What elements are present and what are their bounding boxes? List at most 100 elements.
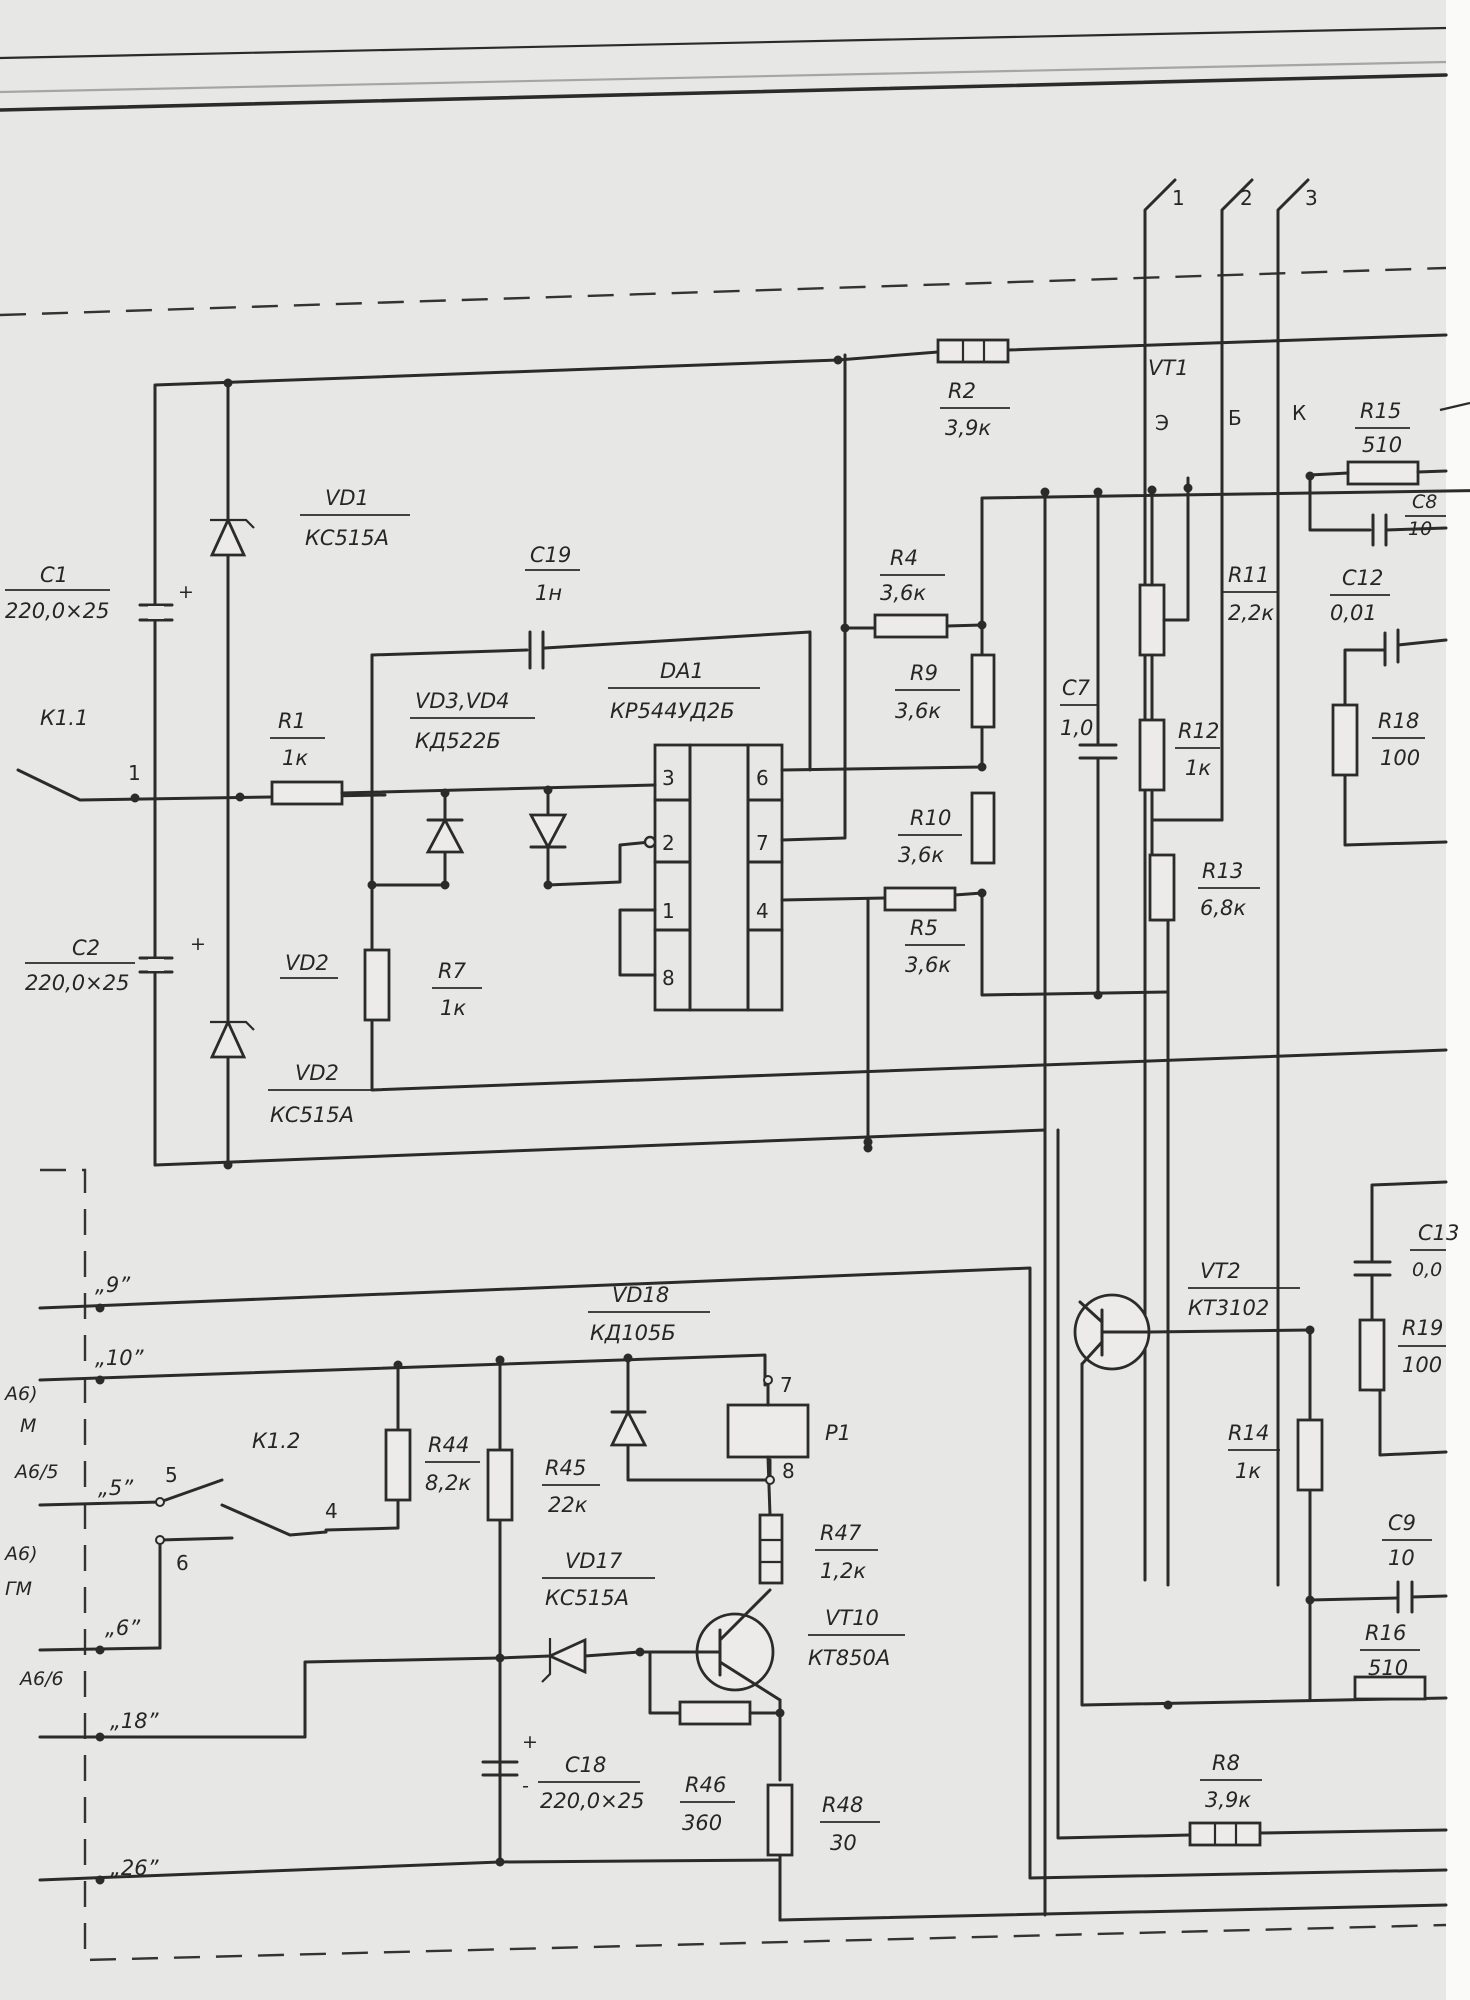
connector-5: „5” [98, 1476, 134, 1500]
r14-ref: R14 [1228, 1421, 1269, 1445]
r10-value: 3,6к [898, 843, 944, 867]
c19-wire-left [370, 648, 529, 657]
vt10-value: КТ850А [808, 1646, 890, 1670]
k12-contact [38, 1478, 328, 1537]
capacitor-c9 [1396, 1580, 1414, 1614]
r16-ref: R16 [1365, 1621, 1406, 1645]
vt1-pin-e: Э [1155, 411, 1169, 435]
module-boundary-upper [0, 266, 1447, 317]
r5-value: 3,6к [905, 953, 951, 977]
connector-6: „6” [105, 1616, 141, 1640]
transistor-vt2 [1073, 1293, 1152, 1371]
c9-value: 10 [1388, 1546, 1415, 1570]
connector-26: „26” [110, 1856, 160, 1880]
c9-wire [1308, 1594, 1448, 1602]
rail-top-right [1006, 333, 1448, 352]
zener-vd2 [209, 1018, 255, 1059]
r16-value: 510 [1368, 1656, 1408, 1680]
frame-line-thick [0, 73, 1448, 112]
capacitor-c1 [138, 603, 174, 622]
r12-ref: R12 [1178, 719, 1219, 743]
resistor-r9 [970, 653, 996, 729]
relay-pin-8: 8 [782, 1459, 795, 1483]
r19-value: 100 [1402, 1353, 1442, 1377]
vt2-value: КТ3102 [1188, 1296, 1269, 1320]
da1-value: КР544УД2Б [610, 699, 735, 723]
c2-ref: C2 [72, 936, 100, 960]
da1-pin4-wire [780, 896, 887, 902]
trimmer-r11 [1138, 476, 1190, 657]
da1-pin-7: 7 [756, 831, 769, 855]
r4-value: 3,6к [880, 581, 926, 605]
c19-ref: C19 [530, 543, 571, 567]
r18-ref: R18 [1378, 709, 1419, 733]
connector-9: „9” [95, 1273, 131, 1297]
bus-wire-2 [1220, 178, 1254, 822]
capacitor-c18 [481, 1760, 519, 1777]
k11-label: К1.1 [40, 706, 88, 730]
r10-down-wire [980, 891, 1170, 997]
c12-value: 0,01 [1330, 601, 1377, 625]
vd18-value: КД105Б [590, 1321, 676, 1345]
vt1-pin-b: Б [1228, 406, 1242, 430]
vd3-vd4-ref: VD3,VD4 [415, 689, 509, 713]
c8-value: 10 [1408, 518, 1432, 540]
r19-ref: R19 [1402, 1316, 1443, 1340]
r47-value: 1,2к [820, 1559, 866, 1583]
p1-ref: P1 [825, 1421, 851, 1445]
resistor-r14 [1296, 1418, 1324, 1492]
r48-value: 30 [830, 1831, 857, 1855]
c1-value: 220,0×25 [5, 599, 109, 623]
r1-value: 1к [282, 746, 308, 770]
k12-contact-6 [158, 1536, 234, 1650]
node-4-label: 4 [325, 1499, 338, 1523]
capacitor-c12 [1383, 628, 1400, 667]
r13-value: 6,8к [1200, 896, 1246, 920]
vd2-value: КС515А [270, 1103, 354, 1127]
svg-text:-: - [522, 1775, 529, 1797]
wire-10 [38, 1353, 767, 1387]
diode-vd18 [609, 1408, 648, 1447]
node-vd-junction [235, 792, 245, 802]
label-underlines [5, 407, 1446, 1823]
bus-label-2: 2 [1240, 186, 1253, 210]
r46-ref: R46 [685, 1773, 726, 1797]
r15-wire [1308, 469, 1448, 532]
vt2-emitter-wire [1080, 1362, 1448, 1707]
resistor-r44 [384, 1428, 412, 1502]
c9-ref: C9 [1388, 1511, 1416, 1535]
diode-vd3 [425, 817, 465, 854]
da1-pin7-wire [780, 353, 847, 842]
r46-value: 360 [682, 1811, 722, 1835]
capacitor-c2 [138, 956, 174, 974]
svg-text:+: + [178, 581, 194, 603]
module-boundary-left [40, 1168, 1447, 1962]
vd1-value: КС515А [305, 526, 389, 550]
capacitor-c13 [1353, 1260, 1392, 1277]
r11-value: 2,2к [1228, 601, 1274, 625]
vd17-wire [303, 1650, 642, 1739]
zener-vd17 [541, 1637, 587, 1683]
r4-ref: R4 [890, 546, 918, 570]
vt1-ref: VT1 [1148, 356, 1189, 380]
resistor-r5 [883, 886, 957, 912]
resistor-r46 [678, 1700, 752, 1726]
da1-pin-1: 1 [662, 899, 675, 923]
resistor-r47 [758, 1513, 784, 1585]
resistor-r1 [270, 780, 344, 806]
r10-ref: R10 [910, 806, 951, 830]
bus-wire-3 [1276, 178, 1310, 1587]
zener-vd1 [209, 516, 255, 557]
ic-da1 [618, 743, 784, 1012]
resistor-r19 [1358, 1318, 1386, 1392]
resistor-r13 [1148, 853, 1176, 922]
vt2-ref: VT2 [1200, 1259, 1241, 1283]
edge-fragment-6: А6/6 [18, 1668, 64, 1690]
r44-value: 8,2к [425, 1471, 471, 1495]
node-5 [155, 1497, 165, 1507]
connector-18: „18” [110, 1709, 160, 1733]
r44-ref: R44 [428, 1433, 469, 1457]
vt2-base-wire [1148, 1328, 1312, 1334]
capacitor-c7 [1078, 743, 1118, 760]
r5-right-wire [953, 891, 984, 897]
